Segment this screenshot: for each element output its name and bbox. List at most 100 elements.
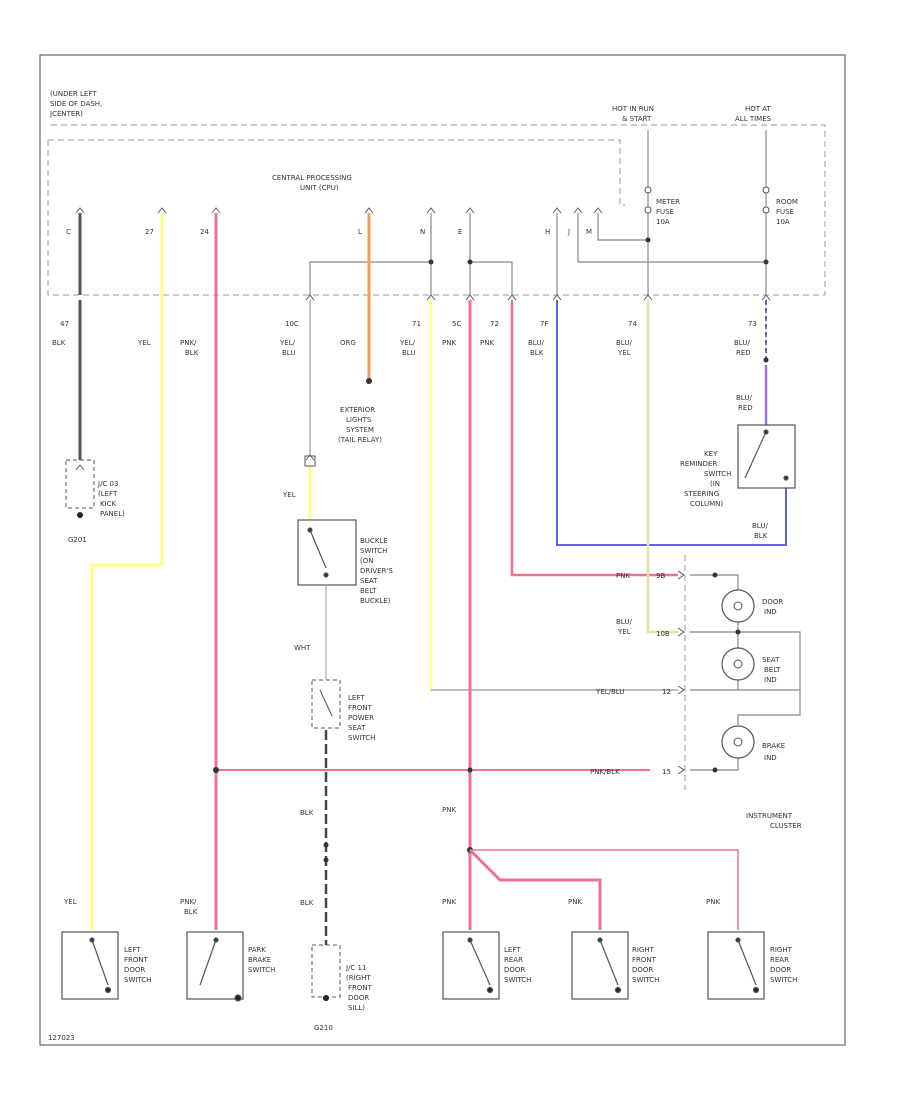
power-seat-label-1: LEFT [348,694,365,702]
lf-door-label-3: DOOR [124,966,145,974]
meter-fuse-label-1: METER [656,198,680,206]
hot-at-all-label-1: HOT AT [745,105,772,113]
circuit-numbers: 47 10C 71 5C 72 7F 74 73 [60,320,757,328]
ground-g201-icon [77,512,83,518]
cpu-splice-3 [645,237,651,243]
brake-ind-label-1: BRAKE [762,742,785,750]
wire-bluyel-top-1: BLU/ [616,339,632,347]
pin-connectors [75,207,603,214]
pin-c: C [66,228,71,236]
buckle-label-7: BUCKLE) [360,597,391,605]
hot-in-run-label-1: HOT IN RUN [612,105,654,113]
buckle-label-1: BUCKLE [360,537,388,545]
rr-door-label-2: REAR [770,956,789,964]
splice-pnk-770 [467,767,473,773]
jc03-label-2: (LEFT [98,490,118,498]
wire-blublk-bottom-2: BLK [754,532,768,540]
wire-bluyel-74 [646,300,678,634]
cluster-pnkblk-pin: 15 [662,768,671,776]
room-fuse-label-1: ROOM [776,198,798,206]
footer-id: 127023 [48,1034,75,1042]
jc11-connector [311,944,341,998]
wire-yelblu-top2-2: BLU [402,349,415,357]
cluster-connectors [677,570,685,775]
pin-e: E [458,228,462,236]
jc03-label-1: J/C 03 [97,480,118,488]
pin-27: 27 [145,228,154,236]
wire-pnk-mid: PNK [442,806,456,814]
key-reminder-label-6: COLUMN) [690,500,723,508]
park-brake-label-2: BRAKE [248,956,271,964]
cluster-yelblu-pin: 12 [662,688,671,696]
wire-pnk-lr-bottom: PNK [442,898,456,906]
cluster-pnk-wire: PNK [616,572,630,580]
lf-door-label-4: SWITCH [124,976,151,984]
jc11-label-4: DOOR [348,994,369,1002]
ext-lights-label-3: SYSTEM [346,426,374,434]
power-seat-switch-icon [311,679,341,729]
lr-door-label-4: SWITCH [504,976,531,984]
power-seat-label-5: SWITCH [348,734,375,742]
location-label-2: SIDE OF DASH, [50,100,102,108]
rr-door-switch-icon [707,931,765,1000]
wire-wht-label: WHT [294,644,311,652]
blured-terminal [763,357,769,363]
wire-pnk-top-1: PNK [442,339,456,347]
wire-pnk-72 [510,300,678,577]
seat-belt-ind-lamp-icon [721,647,755,681]
key-reminder-label-4: (IN [710,480,720,488]
pin-n: N [420,228,425,236]
lr-door-label-3: DOOR [504,966,525,974]
jc11-label-1: J/C 11 [345,964,366,972]
wire-yel-buckle-label: YEL [282,491,296,499]
cluster-pnk-pin: 9B [656,572,665,580]
wire-yel-bottom: YEL [63,898,77,906]
ext-lights-label-1: EXTERIOR [340,406,375,414]
cluster-pnkblk-wire: PNK/BLK [590,768,620,776]
cpu-boundary [47,124,826,296]
jc11-label-2: (RIGHT [346,974,371,982]
hot-at-all-label-2: ALL TIMES [735,115,772,123]
buckle-label-4: DRIVER'S [360,567,393,575]
blk-splice-1 [323,842,329,848]
cpu-bottom-connectors [305,294,771,301]
door-ind-lamp-icon [721,589,755,623]
rf-door-label-3: DOOR [632,966,653,974]
key-reminder-switch-icon [737,424,796,489]
meter-fuse-label-2: FUSE [656,208,674,216]
room-fuse-label-2: FUSE [776,208,794,216]
pin-j: J [567,228,570,236]
wire-blublk-top-1: BLU/ [528,339,544,347]
wire-org-top: ORG [340,339,356,347]
park-brake-switch-icon [186,931,244,1002]
wire-pnkblk-bottom-2: BLK [184,908,198,916]
pin-l: L [358,228,362,236]
buckle-connector [304,454,316,467]
buckle-switch-icon [297,519,357,586]
cluster-bluyel-pin: 10B [656,630,670,638]
wire-blk-mid-1: BLK [300,809,314,817]
wire-blured-top-1: BLU/ [734,339,750,347]
jc03-connector [65,459,95,509]
lr-door-switch-icon [442,931,500,1000]
wire-bluyel-top-2: YEL [617,349,631,357]
diagram-border [39,54,846,1046]
wire-labels-top: BLK YEL PNK/ BLK YEL/ BLU ORG YEL/ BLU P… [52,339,751,357]
cluster-internal-wiring [690,574,801,771]
cpu-pins: C 27 24 L N E H J M [66,228,592,236]
wire-blk-mid-2: BLK [300,899,314,907]
buckle-label-5: SEAT [360,577,378,585]
circuit-47: 47 [60,320,69,328]
cluster-node-2 [735,629,741,635]
wire-pnkblk-top-1: PNK/ [180,339,197,347]
wire-yel-27 [90,213,164,930]
cluster-label-1: INSTRUMENT [746,812,793,820]
g201-label: G201 [68,536,87,544]
belt-ind-label-3: IND [764,676,777,684]
circuit-5c: 5C [452,320,461,328]
location-label-3: JCENTER) [49,110,83,118]
cpu-label-2: UNIT (CPU) [300,184,339,192]
wire-blublk-bottom-1: BLU/ [752,522,768,530]
